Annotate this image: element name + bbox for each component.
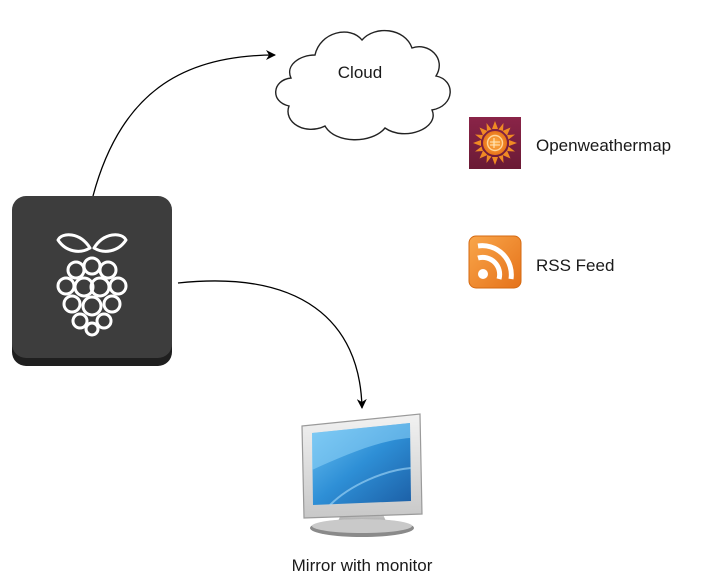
cloud-label: Cloud: [338, 63, 382, 82]
sun-icon: [469, 117, 521, 169]
rss-feed-node: RSS Feed: [468, 235, 614, 289]
cloud-shape: [275, 29, 451, 141]
mirror-label: Mirror with monitor: [292, 556, 433, 575]
mirror-node: Mirror with monitor: [292, 413, 433, 575]
openweathermap-label: Openweathermap: [536, 136, 671, 155]
edge-pi-to-cloud: [92, 50, 276, 197]
edge-pi-to-mirror: [177, 280, 367, 409]
raspberry-pi-node: [12, 196, 172, 366]
cloud-node: Cloud: [275, 29, 451, 141]
monitor-icon: [301, 413, 423, 537]
rss-icon: [468, 235, 522, 289]
openweathermap-node: Openweathermap: [469, 117, 671, 169]
raspberry-pi-icon: [56, 233, 128, 337]
rss-feed-label: RSS Feed: [536, 256, 614, 275]
